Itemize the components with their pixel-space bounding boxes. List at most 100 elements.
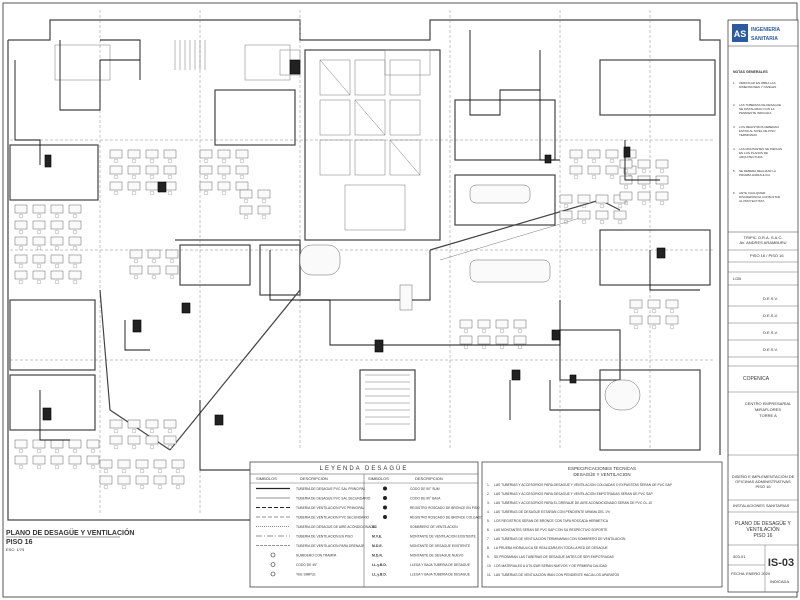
desk bbox=[32, 455, 46, 465]
spec-number: 9. bbox=[487, 555, 490, 559]
plan-subtitle: PISO 16 bbox=[6, 539, 33, 546]
floor-reference: PISO 16 / PISO 16 bbox=[750, 253, 784, 258]
desk bbox=[68, 270, 82, 280]
desk bbox=[145, 181, 159, 191]
chair bbox=[203, 174, 209, 180]
desk bbox=[127, 181, 141, 191]
drawing-title-line-2: VENTILACIÓN bbox=[746, 526, 780, 533]
legend-row-text: TUBERIA DE DESAGUE PVC SAL PRINCIPAL bbox=[296, 487, 366, 491]
chair bbox=[623, 184, 629, 190]
chair bbox=[239, 174, 245, 180]
chair bbox=[609, 174, 615, 180]
chair bbox=[149, 190, 155, 196]
desk bbox=[665, 315, 679, 325]
note-item: DISCREPANCIA CONSULTAR bbox=[739, 195, 781, 199]
chair bbox=[36, 279, 42, 285]
legend-row-text: TUBERIA DE DESAGUE PVC SAL SECUNDARIO bbox=[296, 497, 371, 501]
desk bbox=[86, 439, 100, 449]
specs-title: ESPECIFICACIONES TECNICAS bbox=[568, 466, 636, 471]
chair bbox=[133, 258, 139, 264]
note-number: 6. bbox=[733, 191, 736, 195]
chair bbox=[167, 158, 173, 164]
desk bbox=[655, 191, 669, 201]
company-line-1: INGENIERIA bbox=[751, 27, 781, 33]
chair bbox=[563, 203, 569, 209]
legend-code: M.D.N. bbox=[372, 554, 383, 558]
desk bbox=[637, 191, 651, 201]
signature-initials: D.E.S.V. bbox=[763, 296, 778, 301]
desk bbox=[577, 194, 591, 204]
chair bbox=[157, 484, 163, 490]
desk bbox=[239, 189, 253, 199]
chair bbox=[36, 464, 42, 470]
chair bbox=[463, 328, 469, 334]
desk bbox=[117, 475, 131, 485]
spec-number: 2. bbox=[487, 492, 490, 496]
desk bbox=[513, 335, 527, 345]
chair bbox=[175, 468, 181, 474]
chair bbox=[103, 468, 109, 474]
chair bbox=[36, 229, 42, 235]
chair bbox=[157, 468, 163, 474]
chair bbox=[113, 428, 119, 434]
desk bbox=[127, 435, 141, 445]
chair bbox=[669, 308, 675, 314]
desk bbox=[595, 210, 609, 220]
project-line-2: OFICINAS ADMINISTRATIVAS bbox=[735, 479, 791, 484]
chair bbox=[54, 213, 60, 219]
chair bbox=[131, 190, 137, 196]
chair bbox=[463, 344, 469, 350]
chair bbox=[54, 229, 60, 235]
legend-symbol bbox=[270, 552, 276, 558]
chair bbox=[121, 484, 127, 490]
chair bbox=[167, 428, 173, 434]
desk bbox=[14, 254, 28, 264]
desk bbox=[127, 149, 141, 159]
desk bbox=[171, 459, 185, 469]
chair bbox=[633, 324, 639, 330]
desk bbox=[619, 191, 633, 201]
project-line-1: DISEÑO E IMPLEMENTACIÓN DE bbox=[732, 474, 795, 479]
legend-code: LL.y.B.D. bbox=[372, 563, 387, 567]
spec-item: LAS MONTANTES SERAN DE PVC SAP CON SU RE… bbox=[494, 528, 608, 532]
signature-initials: D.E.S.V. bbox=[763, 347, 778, 352]
chair bbox=[18, 245, 24, 251]
note-item: DIMENSIONES Y NIVELES bbox=[739, 85, 776, 89]
chair bbox=[72, 245, 78, 251]
legend-row-text: TUBERIA DE VENTILACION PARA DRENAJE bbox=[296, 544, 365, 548]
discipline: INSTALACIONES SANITARIAS bbox=[733, 503, 790, 508]
desk bbox=[32, 270, 46, 280]
spec-number: 4. bbox=[487, 510, 490, 514]
revision-code: LGB bbox=[733, 276, 741, 281]
legend-desague: LEYENDA DESAGÜE SIMBOLOS DESCRIPCION SIM… bbox=[249, 461, 483, 588]
chair bbox=[599, 219, 605, 225]
note-item: TERMINADO bbox=[739, 133, 758, 137]
chair bbox=[90, 464, 96, 470]
chair bbox=[581, 203, 587, 209]
chair bbox=[243, 198, 249, 204]
chair bbox=[261, 214, 267, 220]
chair bbox=[54, 448, 60, 454]
desk bbox=[14, 220, 28, 230]
chair bbox=[18, 464, 24, 470]
chair bbox=[113, 158, 119, 164]
legend-row-text: YEE SIMPLE bbox=[296, 573, 316, 577]
chair bbox=[103, 484, 109, 490]
legend-row-text: CODO DE 90° SUM bbox=[410, 487, 440, 491]
chair bbox=[18, 263, 24, 269]
spec-item: LAS TUBERIAS DE VENTILACION TERMINARAN C… bbox=[494, 537, 626, 541]
chair bbox=[72, 229, 78, 235]
legend-symbol bbox=[270, 562, 276, 567]
chair bbox=[651, 324, 657, 330]
chair bbox=[221, 174, 227, 180]
legend-col-desc-left: DESCRIPCION bbox=[300, 476, 328, 481]
legend-symbol bbox=[383, 496, 387, 500]
desk bbox=[587, 149, 601, 159]
chair bbox=[481, 328, 487, 334]
desk bbox=[199, 181, 213, 191]
legend-code: LL.y.B.D. bbox=[372, 573, 387, 577]
desk bbox=[109, 181, 123, 191]
chair bbox=[149, 444, 155, 450]
desk bbox=[629, 299, 643, 309]
